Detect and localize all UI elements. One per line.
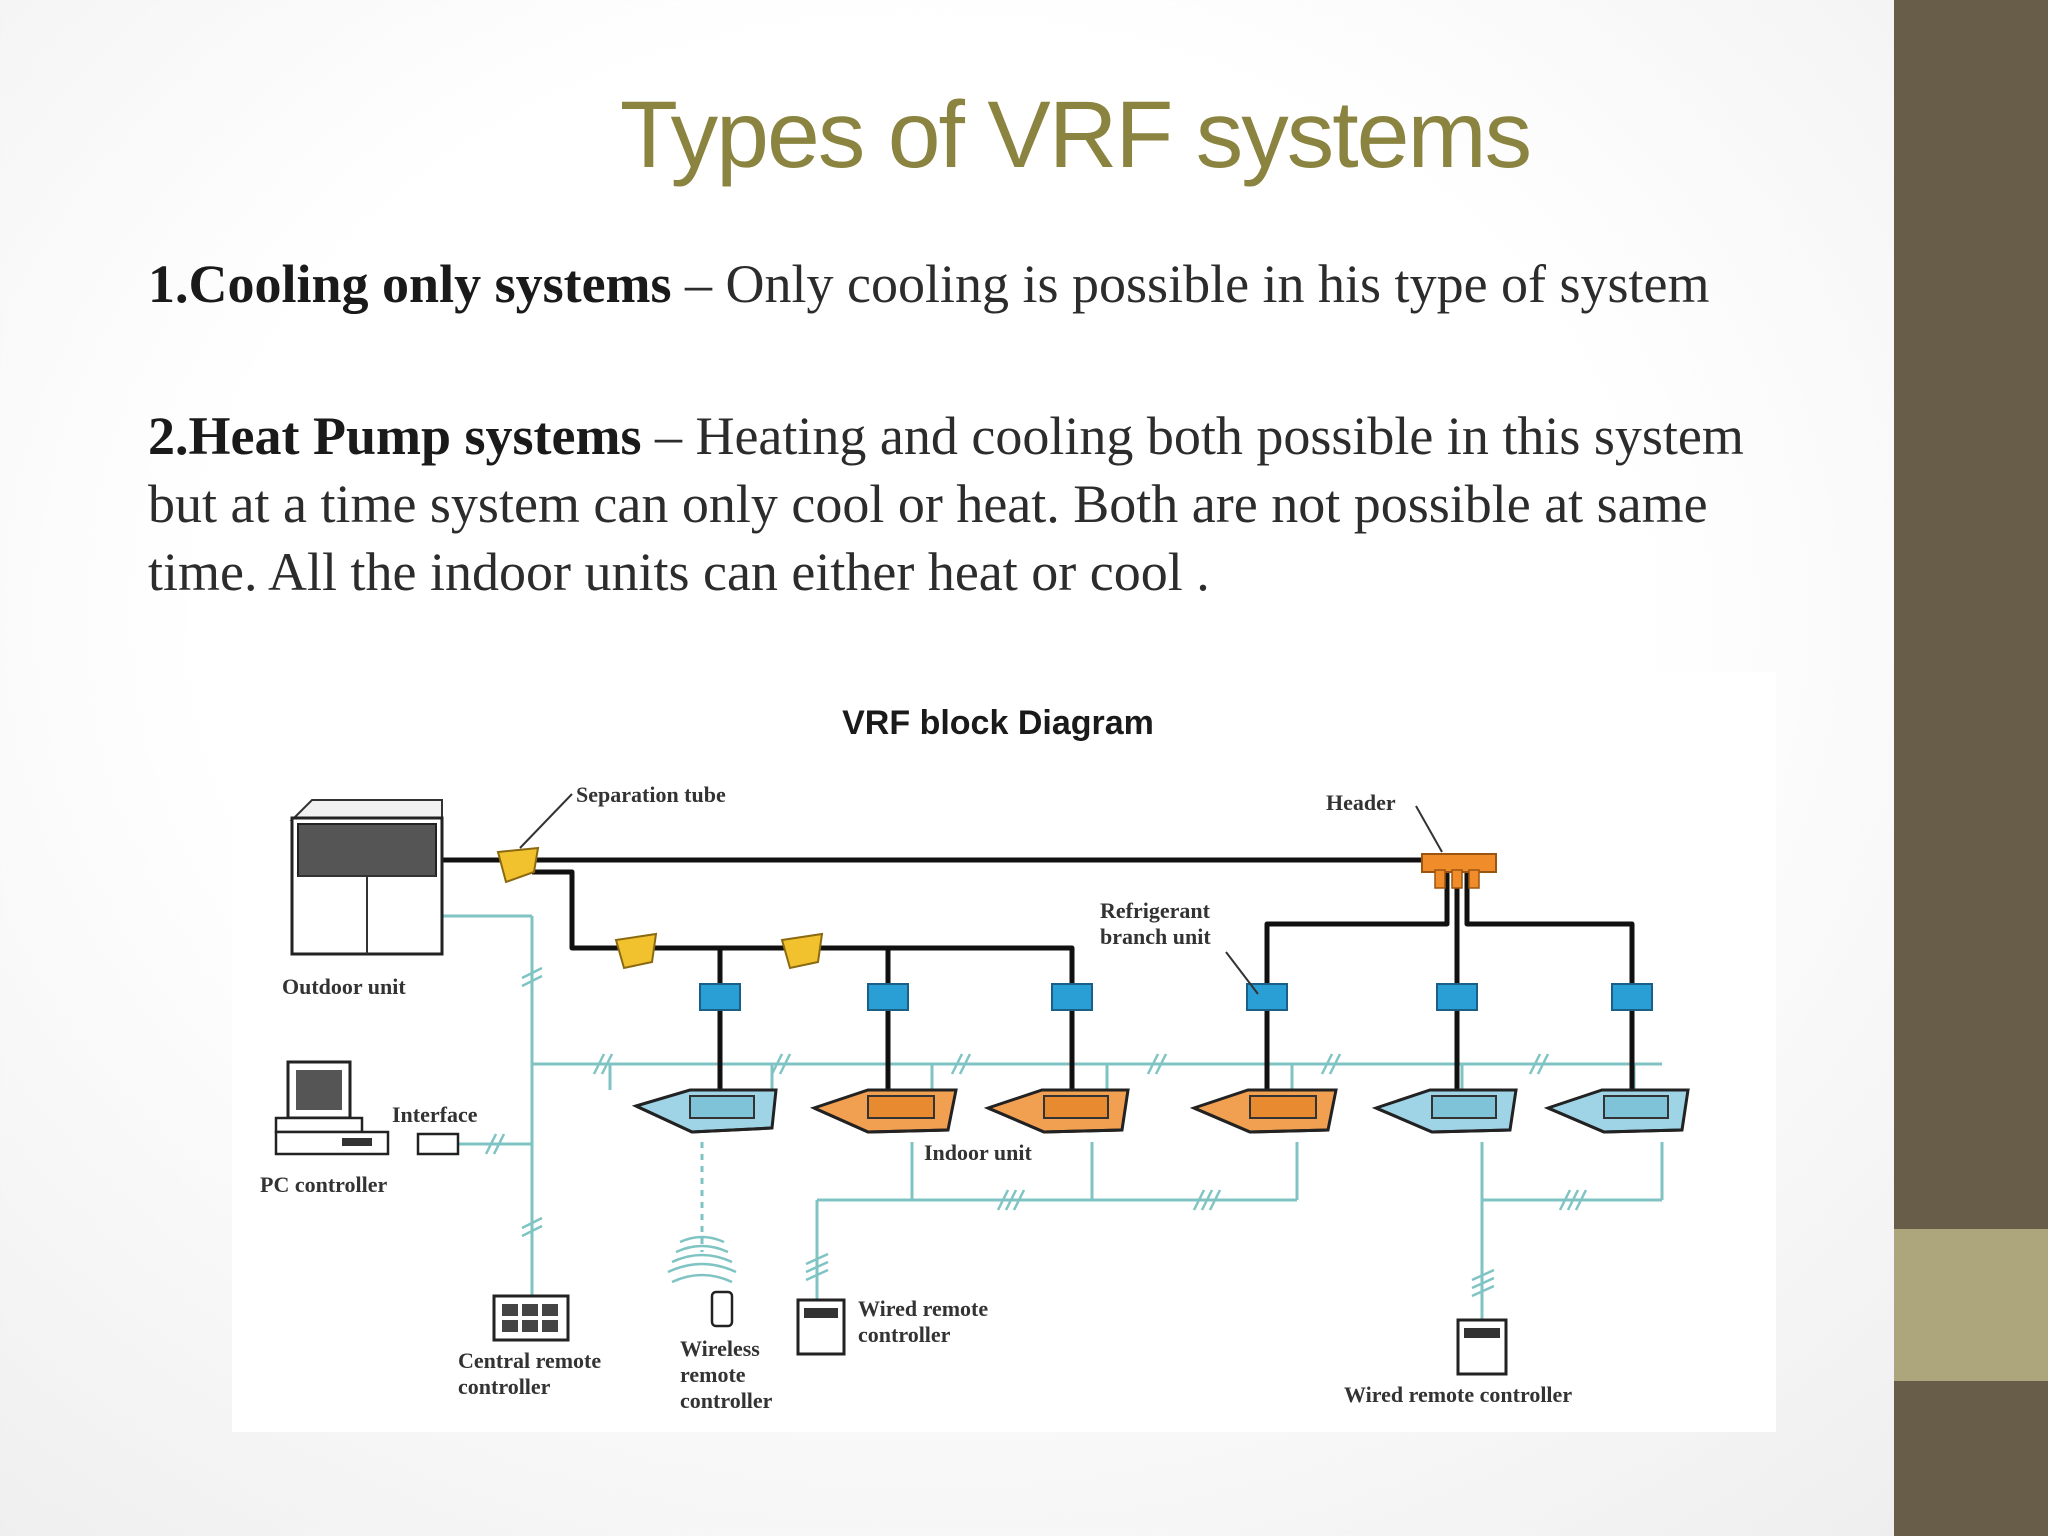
indoor-unit-icon xyxy=(809,1088,958,1134)
label-branch-unit: branch unit xyxy=(1100,924,1211,949)
slide-title: Types of VRF systems xyxy=(619,82,1532,188)
label-wired-controller: controller xyxy=(858,1322,951,1347)
label-header: Header xyxy=(1326,790,1396,815)
branch-unit-icon xyxy=(699,983,741,1011)
indoor-unit-icon xyxy=(631,1088,778,1134)
label-wireless: Wireless xyxy=(680,1336,760,1361)
separation-tube-icon xyxy=(614,932,658,970)
wired-remote-controller-icon xyxy=(796,1298,846,1356)
branch-unit-icon xyxy=(1436,983,1478,1011)
label-refrigerant: Refrigerant xyxy=(1100,898,1211,923)
sidebar-accent xyxy=(1894,1229,2048,1381)
indoor-unit-icon xyxy=(983,1088,1130,1134)
label-central-controller: controller xyxy=(458,1374,551,1399)
diagram-svg: VRF block Diagram xyxy=(260,704,1690,1413)
outdoor-unit-icon xyxy=(289,799,444,956)
label-pc-controller: PC controller xyxy=(260,1172,388,1197)
indoor-unit-icon xyxy=(1543,1088,1690,1134)
separation-tube-icon xyxy=(780,932,824,970)
branch-unit-icon xyxy=(1611,983,1653,1011)
pc-controller-icon xyxy=(274,1060,390,1156)
bullet-heading: 2.Heat Pump systems xyxy=(148,406,642,466)
label-separation-tube: Separation tube xyxy=(576,782,726,807)
separation-tubes xyxy=(496,846,824,970)
refrigerant-piping xyxy=(342,857,1635,1092)
central-remote-controller-icon xyxy=(492,1294,570,1342)
indoor-unit-icon xyxy=(1371,1088,1518,1134)
bullet-heading: 1.Cooling only systems xyxy=(148,254,672,314)
label-wireless-controller: controller xyxy=(680,1388,773,1413)
label-wired-remote: Wired remote xyxy=(858,1296,988,1321)
separation-tube-icon xyxy=(496,846,540,884)
header-icon xyxy=(1421,853,1497,889)
label-central-remote: Central remote xyxy=(458,1348,601,1373)
branch-unit-icon xyxy=(1051,983,1093,1011)
indoor-units xyxy=(631,1088,1690,1134)
wireless-remote-icon xyxy=(710,1290,734,1328)
label-outdoor-unit: Outdoor unit xyxy=(282,974,406,999)
wired-remote-controller-icon xyxy=(1456,1318,1508,1376)
vrf-block-diagram: VRF block Diagram xyxy=(232,672,1776,1432)
label-wired-remote-controller: Wired remote controller xyxy=(1344,1382,1572,1407)
bullet-cooling-only: 1.Cooling only systems – Only cooling is… xyxy=(148,250,1788,318)
label-interface: Interface xyxy=(392,1102,478,1127)
label-wireless-remote: remote xyxy=(680,1362,746,1387)
bullet-text: – Heating and cooling both possible in t… xyxy=(148,406,1744,602)
leader-lines xyxy=(519,793,1443,995)
interface-icon xyxy=(416,1132,460,1156)
bullet-heat-pump: 2.Heat Pump systems – Heating and coolin… xyxy=(148,402,1788,606)
indoor-unit-icon xyxy=(1189,1088,1338,1134)
branch-unit-icon xyxy=(867,983,909,1011)
refrigerant-branch-units xyxy=(699,983,1653,1011)
bullet-text: – Only cooling is possible in his type o… xyxy=(671,254,1710,314)
wireless-signal-icon xyxy=(667,1235,737,1284)
diagram-title: VRF block Diagram xyxy=(842,704,1154,742)
label-indoor-unit: Indoor unit xyxy=(924,1140,1032,1165)
wire-break-marks xyxy=(484,966,1588,1298)
